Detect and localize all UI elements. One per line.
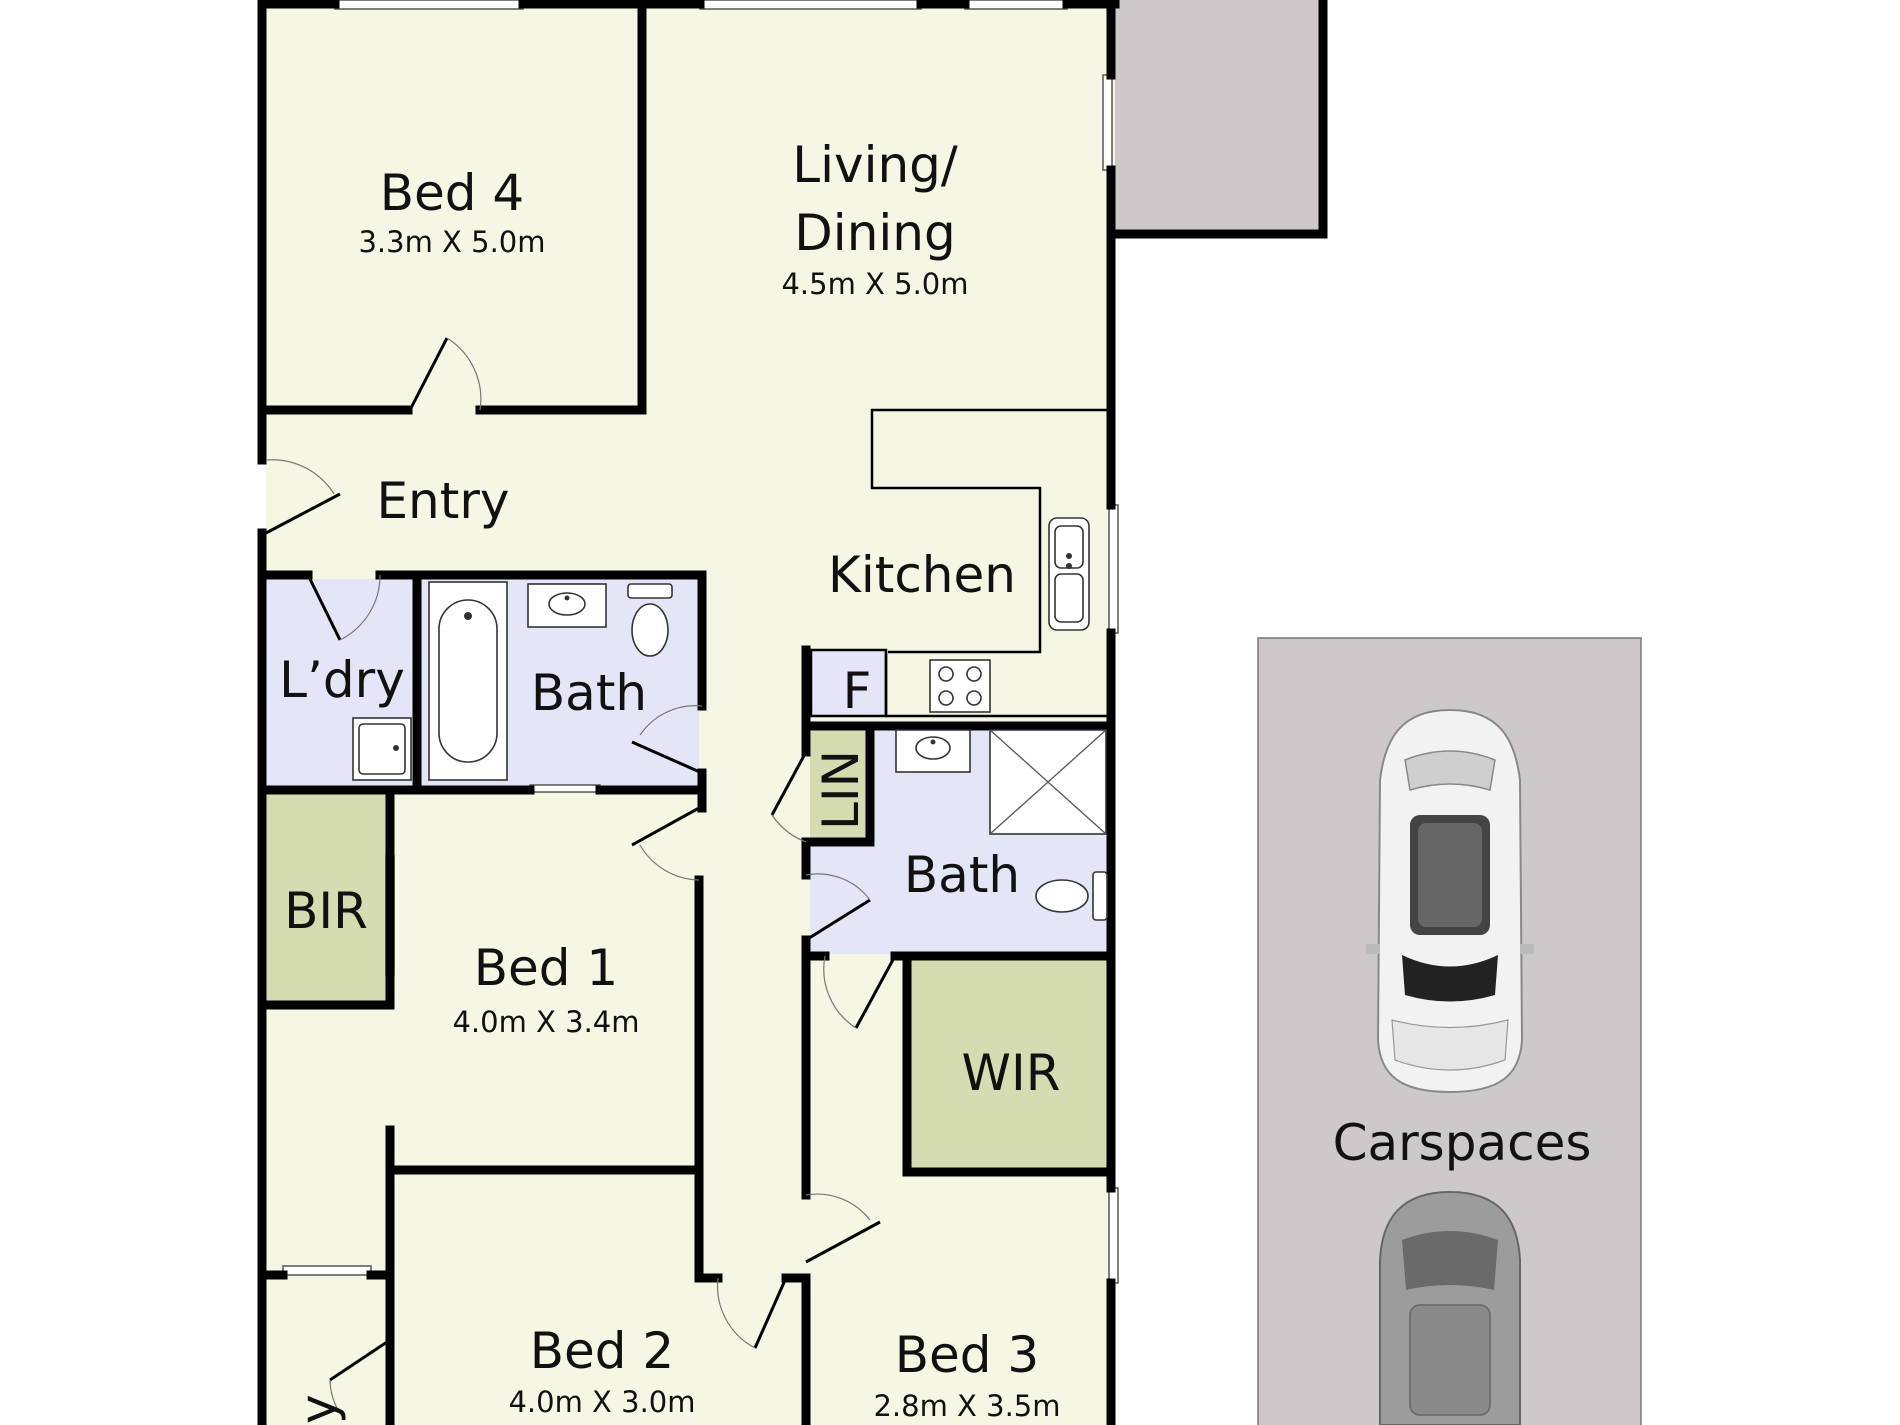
- balcony-area: [1115, 0, 1323, 234]
- window: [964, 0, 1068, 10]
- walls: [257, 0, 1328, 1425]
- window: [1108, 1187, 1119, 1284]
- window: [1102, 74, 1113, 171]
- car-icon: [1379, 1190, 1521, 1425]
- room-size-bed3: 2.8m X 3.5m: [873, 1389, 1060, 1423]
- shower-icon: [989, 729, 1107, 835]
- room-size-bed2: 4.0m X 3.0m: [508, 1385, 695, 1419]
- basin-icon: [895, 729, 971, 773]
- toilet-icon: [1035, 871, 1108, 921]
- toilet-icon: [627, 583, 673, 657]
- fixtures: [352, 517, 1108, 921]
- room-name-laundry: L’dry: [279, 651, 405, 709]
- cooktop-icon: [929, 659, 991, 713]
- kitchen-sink-icon: [1048, 517, 1090, 631]
- room-name-bed1: Bed 1: [474, 939, 619, 997]
- room-name-bed2: Bed 2: [530, 1322, 675, 1380]
- bir-floor: [266, 793, 390, 1003]
- kitchen-bench: [809, 408, 1111, 718]
- room-size-bed1: 4.0m X 3.4m: [452, 1005, 639, 1039]
- room-name-entry: Entry: [376, 472, 509, 530]
- linen-floor: [810, 726, 869, 842]
- room-name-balcony: ny: [289, 1394, 347, 1425]
- room-name-living-line2: Dining: [794, 204, 955, 262]
- fridge-label: F: [843, 662, 872, 720]
- room-name-bath-main: Bath: [531, 664, 647, 722]
- window: [1108, 504, 1119, 634]
- room-labels: Bed 4 3.3m X 5.0m Living/ Dining 4.5m X …: [279, 136, 1591, 1425]
- window: [529, 784, 601, 793]
- window: [282, 1265, 372, 1276]
- carspaces-label: Carspaces: [1333, 1114, 1592, 1172]
- basin-icon: [527, 583, 607, 628]
- bathtub-icon: [428, 581, 508, 781]
- room-size-living: 4.5m X 5.0m: [781, 267, 968, 301]
- wir-floor: [911, 960, 1110, 1168]
- car-icon: [1366, 708, 1534, 1094]
- room-name-bir: BIR: [284, 882, 368, 940]
- room-name-bed4: Bed 4: [380, 164, 525, 222]
- window: [699, 0, 922, 10]
- room-name-linen: LIN: [812, 750, 870, 830]
- room-name-kitchen: Kitchen: [828, 546, 1016, 604]
- laundry-tub-icon: [352, 717, 412, 781]
- room-name-bath-ensuite: Bath: [904, 846, 1020, 904]
- room-name-wir: WIR: [962, 1044, 1061, 1102]
- room-size-bed4: 3.3m X 5.0m: [358, 225, 545, 259]
- room-name-living-line1: Living/: [792, 136, 958, 194]
- window: [334, 0, 524, 10]
- room-name-bed3: Bed 3: [895, 1326, 1040, 1384]
- fridge-space: [811, 650, 886, 716]
- doors: [265, 337, 897, 1421]
